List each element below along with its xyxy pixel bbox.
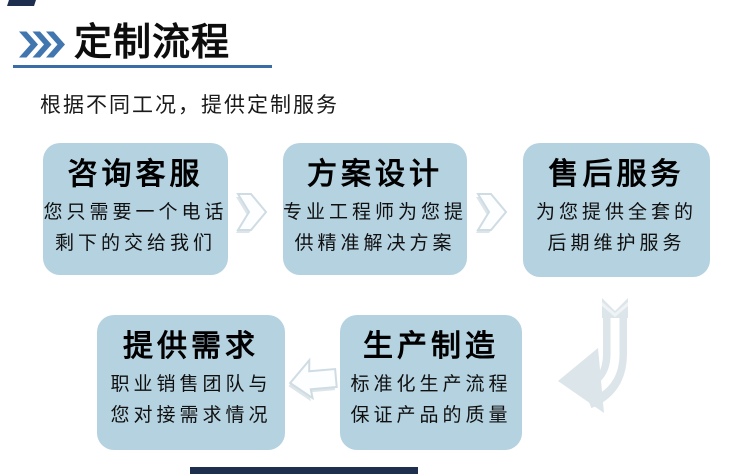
step-description-line: 标准化生产流程 xyxy=(350,373,512,395)
triple-chevron-right-icon xyxy=(19,31,65,58)
step-description-line: 专业工程师为您提 xyxy=(283,201,468,223)
page-title: 定制流程 xyxy=(74,22,231,64)
step-description-line: 后期维护服务 xyxy=(547,232,686,254)
step-description-line: 保证产品的质量 xyxy=(350,404,512,426)
step-title: 咨询客服 xyxy=(67,158,204,191)
step-description-line: 您对接需求情况 xyxy=(110,404,272,426)
left-arrow-icon xyxy=(288,357,338,402)
curved-down-left-arrow-icon xyxy=(558,298,628,413)
flow-step-aftersales: 售后服务 为您提供全套的 后期维护服务 xyxy=(523,143,710,277)
flow-step-design: 方案设计 专业工程师为您提 供精准解决方案 xyxy=(283,143,467,275)
title-underline xyxy=(13,65,272,68)
flow-step-production: 生产制造 标准化生产流程 保证产品的质量 xyxy=(340,315,522,450)
step-description-line: 为您提供全套的 xyxy=(535,201,697,223)
step-description-line: 供精准解决方案 xyxy=(294,232,456,254)
step-title: 生产制造 xyxy=(363,330,499,363)
section-subtitle: 根据不同工况，提供定制服务 xyxy=(40,94,339,117)
right-arrow-icon xyxy=(476,193,508,233)
step-description-line: 您只需要一个电话 xyxy=(43,201,228,223)
top-left-accent-bar xyxy=(7,0,36,6)
flow-step-consult: 咨询客服 您只需要一个电话 剩下的交给我们 xyxy=(43,143,228,275)
step-title: 售后服务 xyxy=(548,158,685,191)
bottom-section-bar xyxy=(190,467,418,474)
right-arrow-icon xyxy=(236,193,268,233)
step-title: 提供需求 xyxy=(123,330,259,363)
step-description-line: 职业销售团队与 xyxy=(110,373,272,395)
flow-step-requirements: 提供需求 职业销售团队与 您对接需求情况 xyxy=(97,315,285,450)
step-description-line: 剩下的交给我们 xyxy=(54,232,216,254)
step-title: 方案设计 xyxy=(307,158,443,191)
